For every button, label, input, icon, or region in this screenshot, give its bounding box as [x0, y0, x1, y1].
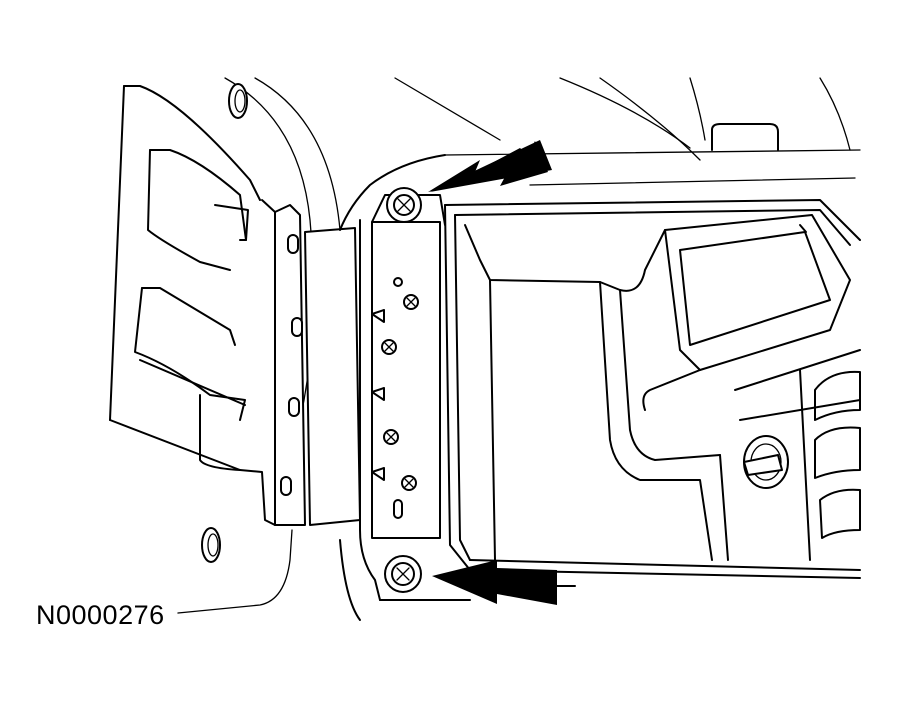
figure-reference-code: N0000276 — [36, 600, 165, 630]
glove-box-frame — [339, 154, 861, 621]
hinge-bracket — [239, 199, 361, 526]
screw-icon — [401, 475, 417, 491]
inner-strip — [371, 277, 419, 519]
bold-arrow-left-icon — [432, 560, 576, 605]
fastener-bottom — [384, 555, 422, 593]
panel-plug-top — [228, 83, 248, 119]
screw-icon — [403, 294, 419, 310]
screw-icon — [381, 339, 397, 355]
panel-plug-bottom — [201, 527, 221, 563]
fastener-top — [386, 187, 422, 223]
bold-arrow-left-icon — [428, 140, 552, 192]
screw-icon — [383, 429, 399, 445]
dashboard-background — [394, 77, 861, 186]
leader-line — [177, 529, 293, 614]
left-panel — [109, 77, 341, 471]
